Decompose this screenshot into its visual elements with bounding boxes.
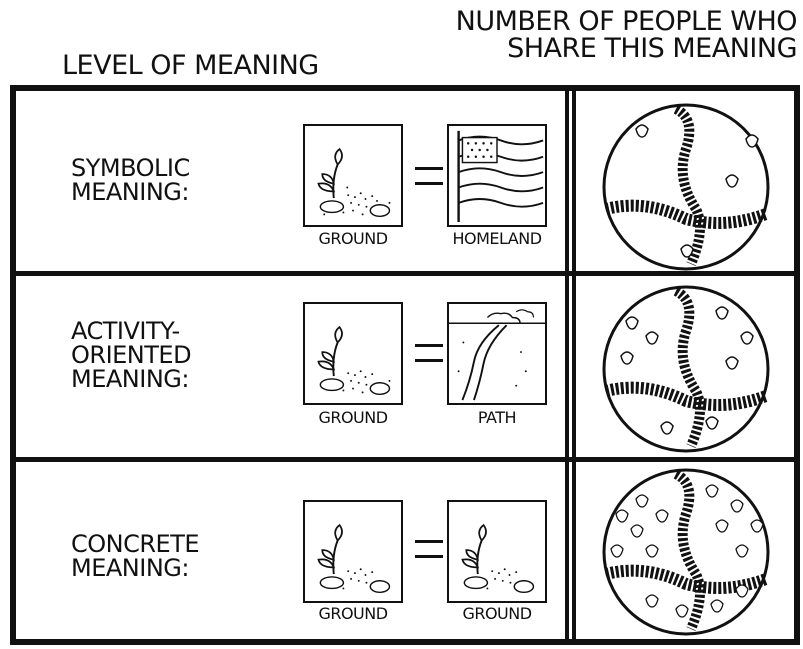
label-line: SYMBOLIC: [71, 154, 190, 182]
equals-sign: [415, 163, 443, 189]
column-divider: [565, 91, 569, 639]
right-caption: HOMELAND: [452, 229, 542, 248]
label-line: ORIENTED: [71, 341, 192, 369]
left-caption: GROUND: [318, 604, 388, 623]
flag-picture: [447, 124, 547, 227]
equals-sign: [415, 340, 443, 366]
header-line-2: SHARE THIS MEANING: [507, 33, 797, 64]
label-line: MEANING:: [71, 178, 189, 206]
label-line: CONCRETE: [71, 530, 200, 558]
right-caption: GROUND: [462, 604, 532, 623]
left-caption: GROUND: [318, 408, 388, 427]
column-header-number-of-people: NUMBER OF PEOPLE WHO SHARE THIS MEANING: [455, 6, 798, 64]
row-activity-oriented: ACTIVITY- ORIENTED MEANING:: [16, 276, 576, 457]
ground-picture: [303, 302, 403, 405]
row-divider-1: [16, 271, 794, 276]
left-caption: GROUND: [318, 229, 388, 248]
globe-few-people: [586, 99, 786, 274]
ground-picture: [303, 500, 403, 603]
diagram-table: SYMBOLIC MEANING:: [10, 85, 800, 645]
row-divider-2: [16, 457, 794, 462]
column-header-level-of-meaning: LEVEL OF MEANING: [62, 50, 319, 81]
column-divider-inner: [572, 91, 576, 639]
row-label: CONCRETE MEANING:: [71, 530, 200, 582]
label-line: MEANING:: [71, 365, 189, 393]
plant-picture: [447, 500, 547, 603]
row-label: ACTIVITY- ORIENTED MEANING:: [71, 317, 192, 393]
label-line: ACTIVITY-: [71, 317, 180, 345]
label-line: MEANING:: [71, 554, 189, 582]
path-picture: [447, 302, 547, 405]
row-symbolic: SYMBOLIC MEANING:: [16, 91, 576, 271]
equals-sign: [415, 536, 443, 562]
ground-picture: [303, 124, 403, 227]
row-concrete: CONCRETE MEANING:: [16, 462, 576, 642]
row-label: SYMBOLIC MEANING:: [71, 156, 190, 204]
globe-most-people: [586, 464, 786, 639]
header-line-1: NUMBER OF PEOPLE WHO: [455, 6, 798, 37]
right-caption: PATH: [477, 408, 517, 427]
globe-more-people: [586, 281, 786, 456]
